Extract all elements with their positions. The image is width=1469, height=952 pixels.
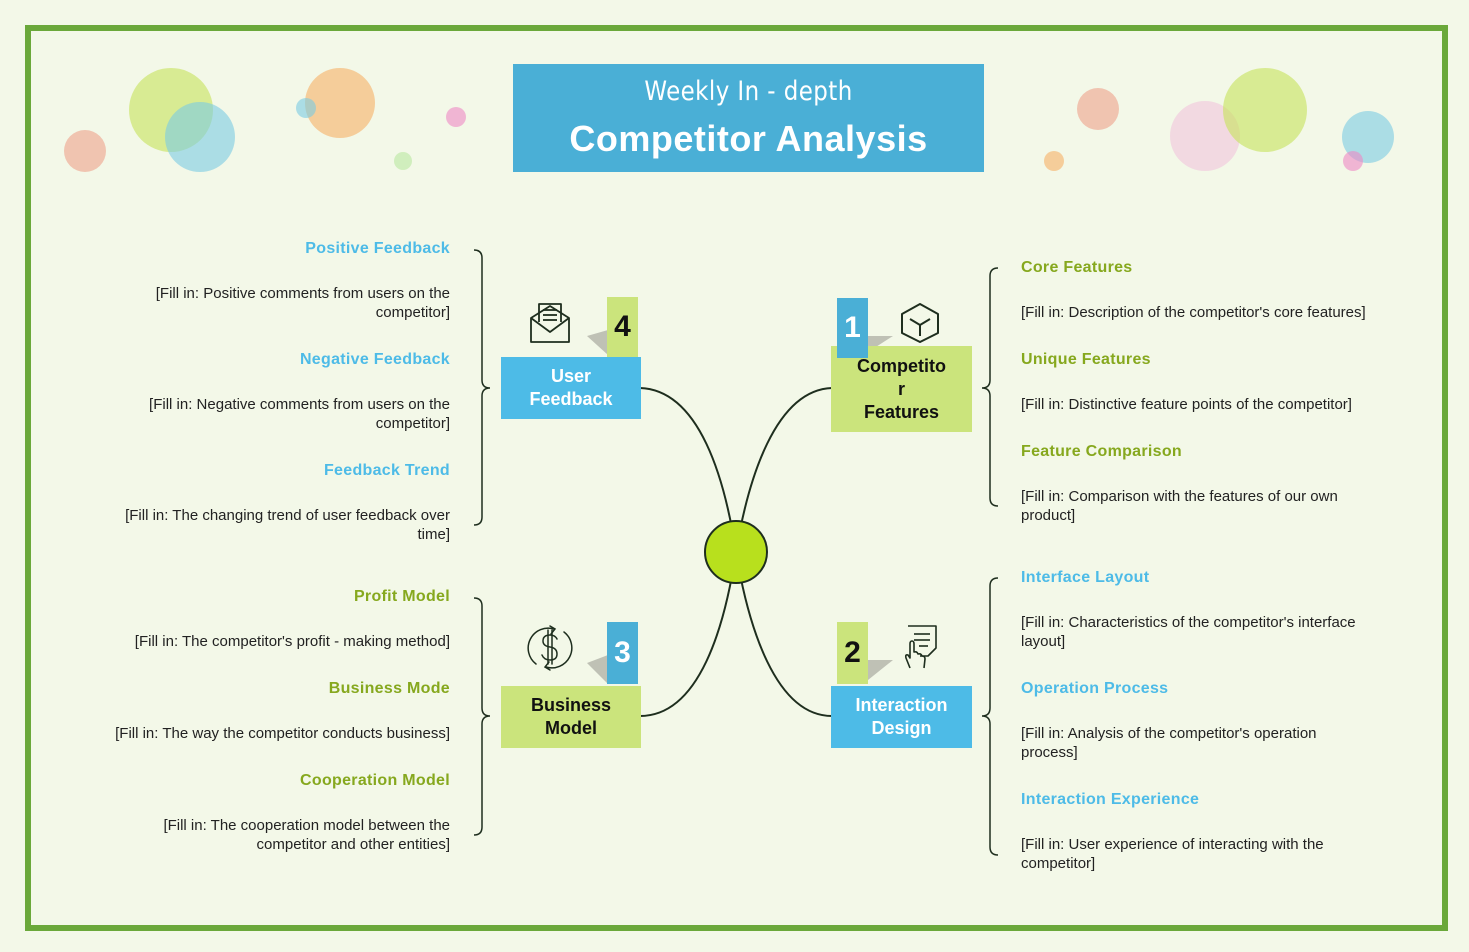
item-heading: Core Features	[1021, 259, 1133, 276]
item-heading: Interaction Experience	[1021, 791, 1200, 808]
branch-number-2: 2	[837, 622, 868, 684]
item-text: [Fill in: Positive comments from users o…	[155, 285, 450, 321]
decorative-bubbles	[64, 68, 1394, 172]
branch-number-1: 1	[837, 298, 868, 358]
item-text: [Fill in: The cooperation model between …	[163, 817, 450, 853]
list-item: Feature Comparison [Fill in: Comparison …	[1021, 443, 1366, 525]
item-text: [Fill in: User experience of interacting…	[1021, 836, 1324, 872]
item-text: [Fill in: Distinctive feature points of …	[1021, 396, 1352, 413]
list-item: Profit Model [Fill in: The competitor's …	[80, 588, 450, 651]
item-text: [Fill in: Description of the competitor'…	[1021, 304, 1366, 321]
branch-node-interaction-design[interactable]: Interaction Design	[831, 686, 972, 748]
touch-document-icon	[904, 625, 937, 669]
branch-node-user-feedback[interactable]: User Feedback	[501, 357, 641, 419]
branch-number-3: 3	[607, 622, 638, 684]
item-text: [Fill in: Characteristics of the competi…	[1021, 614, 1356, 650]
cube-icon	[901, 303, 939, 343]
item-text: [Fill in: Analysis of the competitor's o…	[1021, 725, 1317, 761]
title-main: Competitor Analysis	[569, 118, 928, 159]
item-text: [Fill in: The way the competitor conduct…	[115, 725, 450, 742]
item-text: [Fill in: The changing trend of user fee…	[125, 507, 450, 543]
list-item: Feedback Trend [Fill in: The changing tr…	[80, 462, 450, 544]
branch-node-business-model[interactable]: Business Model	[501, 686, 641, 748]
title-subtitle: Weekly In - depth	[644, 76, 853, 107]
brackets	[473, 249, 999, 856]
item-heading: Operation Process	[1021, 680, 1169, 697]
item-heading: Unique Features	[1021, 351, 1151, 368]
list-item: Interface Layout [Fill in: Characteristi…	[1021, 569, 1376, 651]
item-heading: Interface Layout	[1021, 569, 1150, 586]
list-item: Core Features [Fill in: Description of t…	[1021, 259, 1391, 322]
branch-number-4: 4	[607, 297, 638, 357]
item-heading: Feature Comparison	[1021, 443, 1182, 460]
center-node	[704, 520, 768, 584]
item-heading: Positive Feedback	[305, 240, 450, 257]
item-heading: Profit Model	[353, 588, 450, 605]
envelope-icon	[530, 303, 570, 343]
item-heading: Feedback Trend	[323, 462, 450, 479]
title-box: Weekly In - depth Competitor Analysis	[513, 64, 984, 172]
item-heading: Business Mode	[328, 680, 450, 697]
item-text: [Fill in: Comparison with the features o…	[1021, 488, 1338, 524]
list-item: Negative Feedback [Fill in: Negative com…	[80, 351, 450, 433]
list-item: Operation Process [Fill in: Analysis of …	[1021, 680, 1351, 762]
item-text: [Fill in: The competitor's profit - maki…	[134, 633, 450, 650]
item-heading: Cooperation Model	[300, 772, 450, 789]
list-item: Interaction Experience [Fill in: User ex…	[1021, 791, 1351, 873]
dollar-cycle-icon	[527, 625, 573, 671]
list-item: Unique Features [Fill in: Distinctive fe…	[1021, 351, 1391, 414]
branch-node-competitor-features[interactable]: Competito r Features	[831, 346, 972, 432]
item-heading: Negative Feedback	[299, 351, 450, 368]
page-frame	[25, 25, 1448, 931]
item-text: [Fill in: Negative comments from users o…	[149, 396, 450, 432]
list-item: Cooperation Model [Fill in: The cooperat…	[80, 772, 450, 854]
list-item: Positive Feedback [Fill in: Positive com…	[80, 240, 450, 322]
list-item: Business Mode [Fill in: The way the comp…	[80, 680, 450, 743]
